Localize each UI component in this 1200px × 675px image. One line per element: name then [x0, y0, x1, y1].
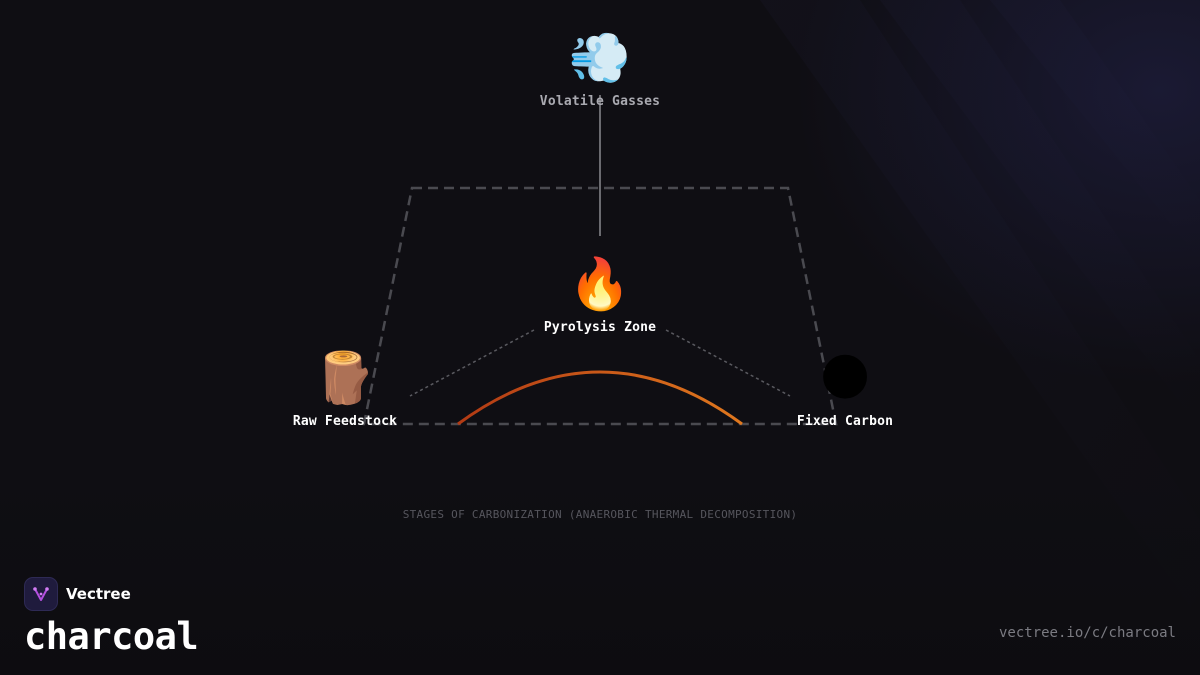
product-title: charcoal: [24, 615, 199, 658]
fire-icon: 🔥: [568, 255, 632, 313]
diagram-caption: STAGES OF CARBONIZATION (ANAEROBIC THERM…: [402, 508, 798, 521]
node-volatile-gasses: 💨 Volatile Gasses: [490, 28, 710, 109]
fixed-carbon-label: Fixed Carbon: [796, 414, 894, 429]
brand-block: Vectree charcoal: [24, 577, 199, 658]
volatile-gasses-label: Volatile Gasses: [539, 94, 661, 109]
page-url[interactable]: vectree.io/c/charcoal: [998, 625, 1176, 641]
vectree-logo-icon: [24, 577, 58, 611]
wood-log-icon: 🪵: [313, 349, 377, 407]
pyrolysis-zone-label: Pyrolysis Zone: [543, 320, 657, 335]
brand-name: Vectree: [66, 585, 131, 603]
heat-arc: [457, 370, 743, 426]
dashed-frame: [362, 186, 838, 426]
node-fixed-carbon: 🌑 Fixed Carbon: [735, 348, 955, 429]
node-pyrolysis-zone: 🔥 Pyrolysis Zone: [490, 254, 710, 335]
dark-sphere-icon: 🌑: [818, 349, 872, 407]
raw-feedstock-label: Raw Feedstock: [292, 414, 398, 429]
dash-wind-icon: 💨: [568, 29, 632, 87]
node-raw-feedstock: 🪵 Raw Feedstock: [235, 348, 455, 429]
